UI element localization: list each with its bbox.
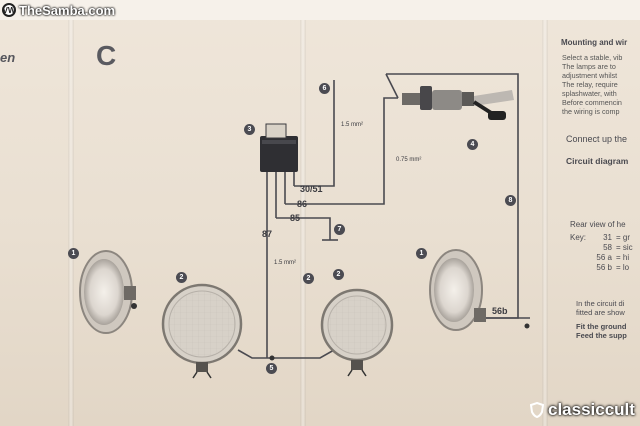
- callout-number: 6: [319, 83, 330, 94]
- key-code: 56 b: [596, 263, 612, 272]
- wire-gauge-label: 1.5 mm²: [341, 122, 364, 128]
- callout-number: 1: [68, 248, 79, 259]
- relay: [260, 123, 298, 172]
- fit-note-line: Feed the supp: [576, 331, 627, 340]
- instruction-line: The lamps are to: [562, 62, 616, 71]
- shield-icon: [530, 402, 544, 418]
- key-code: 56 a: [596, 253, 612, 262]
- background-strip: [0, 0, 640, 20]
- paper-fold: [300, 0, 306, 426]
- site-watermark: VW TheSamba.com: [2, 1, 115, 19]
- driving-lamp-right: [429, 249, 486, 331]
- instructions-paragraph: Select a stable, vib The lamps are to ad…: [562, 53, 622, 116]
- terminal-86-label: 86: [297, 199, 308, 209]
- site-watermark-text: TheSamba.com: [19, 2, 116, 18]
- key-desc: = sic: [616, 243, 633, 252]
- fog-lamp-left: [161, 283, 243, 379]
- callout-number: 3: [244, 124, 255, 135]
- toggle-switch: [402, 86, 514, 120]
- rear-view-text: Rear view of he: [570, 220, 626, 229]
- instruction-line: the wiring is comp: [562, 107, 620, 116]
- terminal-30-51-label: 30/51: [300, 184, 323, 194]
- section-heading: Mounting and wir: [561, 38, 628, 47]
- callout-number: 2: [176, 272, 187, 283]
- callout-number: 2: [303, 273, 314, 284]
- splice-dot: [269, 355, 275, 361]
- key-desc: = lo: [616, 263, 630, 272]
- callout-number: 1: [416, 248, 427, 259]
- paper-fold: [542, 0, 548, 426]
- vw-logo-icon: VW: [2, 3, 16, 17]
- fit-note-line: Fit the ground: [576, 322, 627, 331]
- wire-gauge-label: 1.5 mm²: [274, 260, 297, 266]
- key-label: Key:: [570, 233, 587, 242]
- key-code: 58: [603, 243, 612, 252]
- callout-number: 2: [333, 269, 344, 280]
- key-desc: = hi: [616, 253, 630, 262]
- instruction-line: Before commencin: [562, 98, 622, 107]
- terminal-56b-label: 56b: [492, 306, 508, 316]
- brand-watermark-text: classiccult: [548, 400, 635, 419]
- wire-gauge-label: 0.75 mm²: [396, 157, 422, 163]
- callout-number: 7: [334, 224, 345, 235]
- terminal-dot: [524, 323, 530, 329]
- key-desc: = gr: [616, 233, 631, 242]
- instruction-line: adjustment whilst: [562, 71, 618, 80]
- callout-number: 8: [505, 195, 516, 206]
- instruction-line: splashwater, with: [562, 89, 617, 98]
- circuit-note-line: fitted are show: [576, 308, 625, 317]
- circuit-note-line: In the circuit di: [576, 299, 625, 308]
- connect-text: Connect up the: [566, 134, 628, 144]
- terminal-87-label: 87: [262, 229, 273, 239]
- circuit-diagram-heading: Circuit diagram: [566, 156, 629, 166]
- header-word-partial: en: [0, 50, 16, 65]
- callout-number: 4: [467, 139, 478, 150]
- section-letter: C: [96, 40, 117, 71]
- paper-fold: [68, 0, 74, 426]
- fog-lamp-right: [320, 288, 394, 377]
- brand-watermark: classiccult: [530, 400, 635, 420]
- wire-lines: [237, 73, 530, 359]
- instruction-line: The relay, require: [562, 80, 618, 89]
- terminal-85-label: 85: [290, 213, 301, 223]
- instruction-line: Select a stable, vib: [562, 53, 623, 62]
- callout-number: 5: [266, 363, 277, 374]
- key-code: 31: [603, 233, 612, 242]
- driving-lamp-left: [79, 250, 137, 334]
